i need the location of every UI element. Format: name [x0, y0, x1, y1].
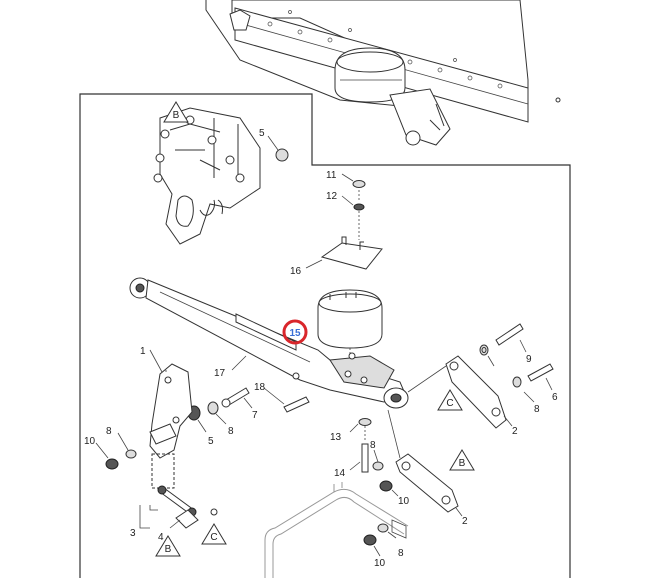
- shackle-plate-2-upper: [445, 355, 513, 429]
- link-bracket-1: [149, 349, 193, 459]
- callout-6[interactable]: 6: [552, 392, 558, 403]
- section-marker-b-topleft-shape: [163, 101, 189, 123]
- frame-bracket: [153, 107, 261, 245]
- trailing-arm-17: [129, 277, 409, 409]
- detail-frame: [79, 93, 571, 578]
- callout-1[interactable]: 1: [140, 346, 146, 357]
- section-marker-b-bottom: B: [165, 544, 172, 555]
- bolt-6: [512, 363, 554, 403]
- callout-3[interactable]: 3: [130, 528, 136, 539]
- callout-12[interactable]: 12: [326, 191, 338, 202]
- stabilizer-bar: [264, 482, 409, 578]
- callout-16[interactable]: 16: [290, 266, 302, 277]
- section-marker-c-bottom-shape: [201, 523, 227, 545]
- callout-15[interactable]: 15: [289, 328, 301, 339]
- callout-13[interactable]: 13: [330, 432, 342, 443]
- callout-10-bottom[interactable]: 10: [374, 558, 386, 569]
- sensor-link-3-4: [139, 453, 218, 529]
- callout-4[interactable]: 4: [158, 532, 164, 543]
- callout-17[interactable]: 17: [214, 368, 226, 379]
- section-marker-c-bottom: C: [210, 532, 217, 543]
- bolt-nut-11-12: [341, 173, 366, 240]
- bolt-14-washer-13: [349, 418, 372, 473]
- callout-8-mid[interactable]: 8: [370, 440, 376, 451]
- section-marker-b-topleft: B: [173, 110, 180, 121]
- callout-11[interactable]: 11: [326, 170, 337, 181]
- section-marker-c-right: C: [446, 398, 453, 409]
- section-marker-c-right-shape: [437, 389, 463, 411]
- callout-10-mid[interactable]: 10: [398, 496, 410, 507]
- callout-2-upper[interactable]: 2: [512, 426, 518, 437]
- nut-10-washer-8-mid: [372, 449, 399, 497]
- bolt-18: [263, 387, 310, 413]
- callout-5-left[interactable]: 5: [208, 436, 214, 447]
- callout-18[interactable]: 18: [254, 382, 266, 393]
- section-marker-b-right: B: [459, 458, 466, 469]
- callout-10-left[interactable]: 10: [84, 436, 96, 447]
- section-marker-b-bottom-shape: [155, 535, 181, 557]
- section-marker-b-right-shape: [449, 449, 475, 471]
- callout-8-left[interactable]: 8: [228, 426, 234, 437]
- callout-7[interactable]: 7: [252, 410, 258, 421]
- bolt-9: [479, 323, 527, 356]
- washer-8-right-upper: [481, 347, 495, 367]
- chassis-overview: [205, 0, 561, 146]
- washer-8-nut-10-left: [95, 432, 137, 470]
- callout-2-lower[interactable]: 2: [462, 516, 468, 527]
- callout-8-bottom[interactable]: 8: [398, 548, 404, 559]
- callout-8-farleft[interactable]: 8: [106, 426, 112, 437]
- callout-14[interactable]: 14: [334, 468, 346, 479]
- callout-9[interactable]: 9: [526, 354, 532, 365]
- spring-plate-16: [305, 236, 383, 270]
- highlight-ring: [282, 319, 308, 345]
- air-spring-15: [317, 289, 383, 366]
- shackle-plate-2-lower: [387, 409, 463, 517]
- nut-10-washer-8-bottom: [363, 523, 397, 557]
- callout-5-top[interactable]: 5: [259, 128, 265, 139]
- bushing-5-top: [275, 148, 289, 162]
- bolt-7-washer-8-bushing-5: [187, 387, 253, 433]
- callout-8-right[interactable]: 8: [534, 404, 540, 415]
